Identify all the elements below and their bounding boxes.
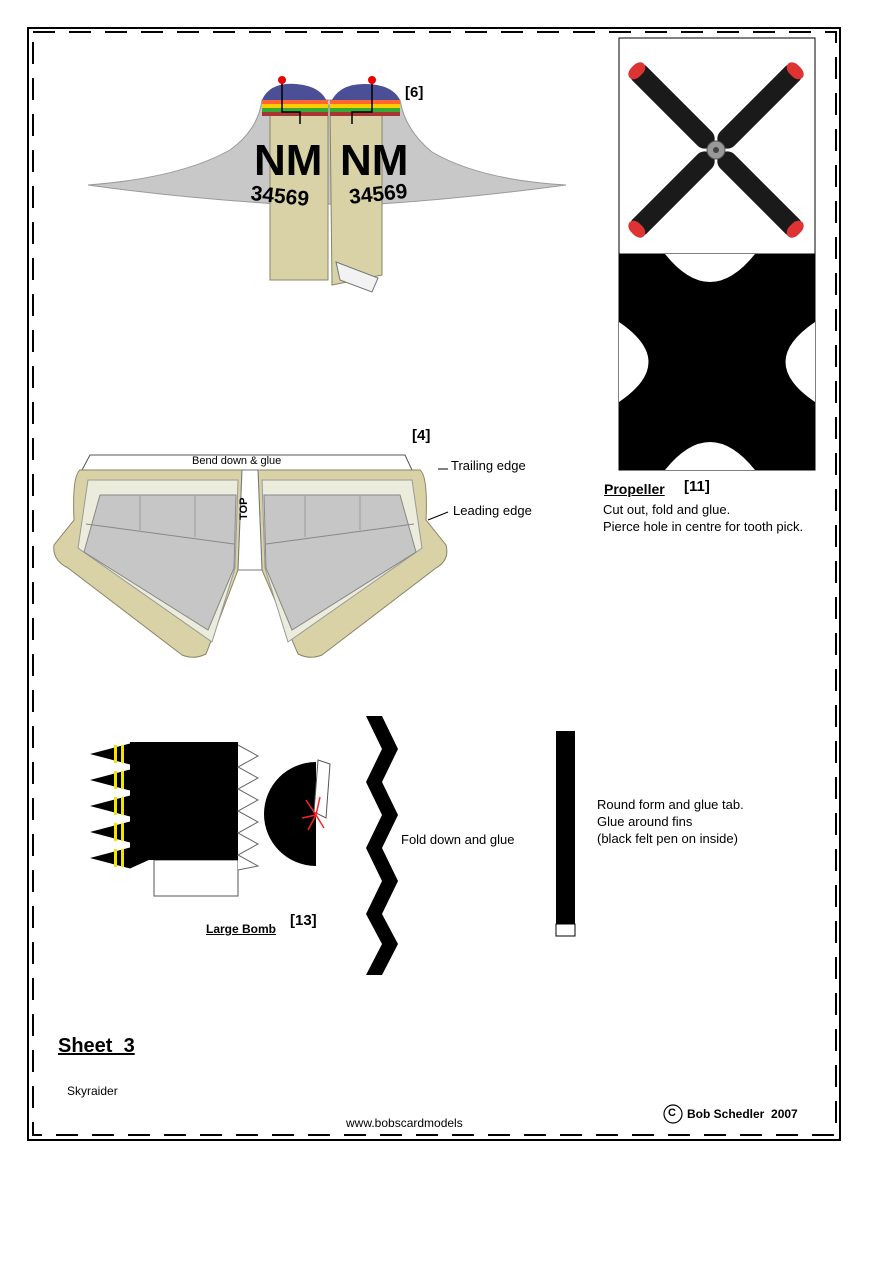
copyright-circle — [663, 1104, 683, 1124]
stabilizer-code-right: NM — [340, 136, 409, 185]
bomb-band-instruction-1: Round form and glue tab. — [597, 797, 744, 812]
bomb-artwork — [90, 716, 576, 975]
wing-artwork — [53, 454, 449, 658]
horizontal-stabilizer — [87, 76, 567, 293]
propeller-part-number: [11] — [684, 478, 710, 495]
bomb-band-instruction-2: Glue around fins — [597, 814, 693, 829]
stabilizer-part-number: [6] — [405, 84, 424, 101]
wing-top-label: TOP — [238, 497, 250, 520]
copyright-symbol: C — [668, 1107, 676, 1119]
propeller-instruction-1: Cut out, fold and glue. — [603, 502, 731, 517]
bomb-fold-label: Fold down and glue — [401, 832, 515, 847]
propeller-artwork — [618, 37, 816, 471]
border-frame — [27, 27, 841, 1141]
copyright-author: Bob Schedler 2007 — [687, 1107, 798, 1121]
bomb-title: Large Bomb — [206, 922, 277, 936]
model-name: Skyraider — [67, 1084, 118, 1098]
propeller-instruction-2: Pierce hole in centre for tooth pick. — [603, 519, 804, 534]
leading-edge-label: Leading edge — [453, 503, 532, 518]
website-text: www.bobscardmodels — [346, 1116, 463, 1130]
bomb-band-instruction-3: (black felt pen on inside) — [597, 831, 738, 846]
wing-part-number: [4] — [412, 427, 431, 444]
trailing-edge-label: Trailing edge — [451, 458, 526, 473]
stabilizer-code-left: NM — [254, 136, 323, 185]
propeller-title: Propeller — [604, 481, 665, 497]
wing-bend-label: Bend down & glue — [192, 455, 282, 467]
bomb-part-number: [13] — [290, 912, 317, 929]
sheet-title: Sheet 3 — [58, 1035, 135, 1057]
